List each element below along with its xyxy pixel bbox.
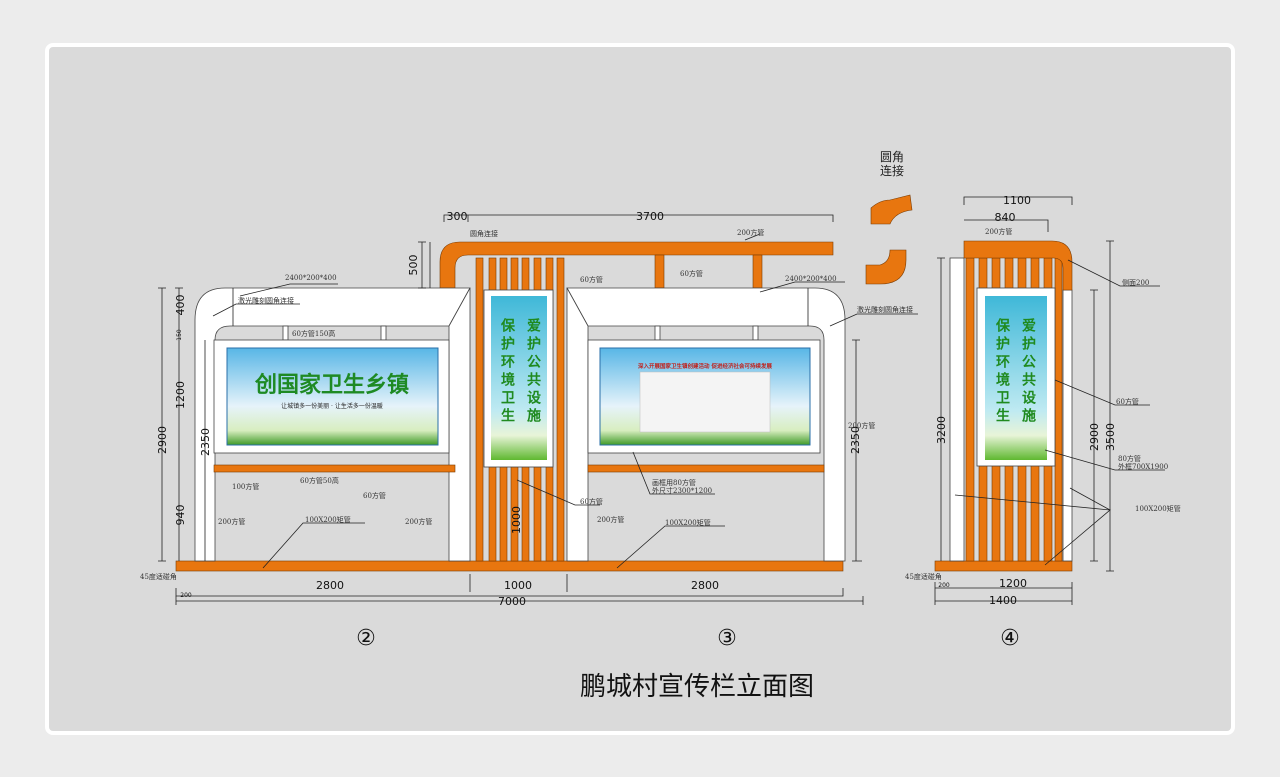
dim-840: 840 — [995, 211, 1016, 224]
dim-2900-side: 2900 — [1088, 423, 1101, 451]
left-board-subtitle: 让城镇多一份美丽 · 让生活多一份温暖 — [281, 402, 383, 410]
center-board-col1: 保护环境卫生 — [499, 317, 516, 426]
left-right-post — [448, 287, 471, 562]
dim-940: 940 — [174, 505, 187, 526]
label-tube200-side: 200方管 — [985, 227, 1012, 236]
label-tube60-hanger: 60方管 — [680, 269, 703, 278]
label-rect-side: 100X200矩管 — [1135, 504, 1181, 513]
label-tube200-top: 200方管 — [737, 228, 764, 237]
dim-200-side: 200 — [938, 582, 950, 589]
label-box-size-right: 2400*200*400 — [785, 275, 837, 283]
right-left-post — [566, 287, 589, 562]
side-board-col2: 爱护公共设施 — [1020, 318, 1036, 426]
label-round-conn: 圆角连接 — [470, 229, 498, 238]
view-number-4: ④ — [1000, 626, 1020, 651]
corner-piece-3d — [870, 194, 913, 225]
dim-1000: 1000 — [504, 579, 532, 592]
view-number-3: ③ — [717, 626, 737, 651]
dim-2900: 2900 — [156, 426, 169, 454]
view-number-2: ② — [356, 626, 376, 651]
label-laser-corner-right: 激光雕刻圆角连接 — [857, 305, 913, 314]
corner-title-2: 连接 — [880, 163, 904, 178]
dimension-lines — [158, 196, 1165, 605]
label-frame-outer: 外尺寸2300*1200 — [652, 486, 712, 495]
label-tube60-left: 60方管 — [363, 491, 386, 500]
label-corner45-side: 45度适碰角 — [905, 572, 942, 581]
dim-1200: 1200 — [174, 381, 187, 409]
label-laser-corner-left: 激光雕刻圆角连接 — [238, 296, 294, 305]
label-tube200-left: 200方管 — [218, 517, 245, 526]
label-tube60-center: 60方管 — [580, 497, 603, 506]
dim-2800-right: 2800 — [691, 579, 719, 592]
dim-2350-left: 2350 — [199, 428, 212, 456]
label-rect-left: 100X200矩管 — [305, 515, 351, 524]
drawing-title: 鹏城村宣传栏立面图 — [580, 672, 814, 702]
dim-2350-right: 2350 — [849, 426, 862, 454]
corner-piece-plan — [865, 249, 907, 285]
dim-500: 500 — [407, 255, 420, 276]
corner-title-1: 圆角 — [880, 150, 904, 164]
dim-400: 400 — [174, 295, 187, 316]
dim-1400: 1400 — [989, 594, 1017, 607]
label-tube60-slat: 60方管 — [580, 275, 603, 284]
left-board — [226, 347, 439, 446]
side-board-col1: 保护环境卫生 — [994, 317, 1011, 426]
dim-3200: 3200 — [935, 416, 948, 444]
label-tube200-mid: 200方管 — [405, 517, 432, 526]
dim-1100: 1100 — [1003, 194, 1031, 207]
label-tube60-50: 60方管50高 — [300, 476, 339, 485]
right-board-headline: 深入开展国家卫生镇创建活动 促进经济社会可持续发展 — [638, 362, 772, 370]
hanger-post — [752, 254, 763, 289]
dim-3700: 3700 — [636, 210, 664, 223]
hanger-post — [654, 254, 665, 289]
dim-150: 150 — [176, 329, 183, 341]
label-tube60-side: 60方管 — [1116, 397, 1139, 406]
base-beam-main — [175, 560, 844, 572]
top-beam — [439, 241, 834, 289]
label-tube60-150: 60方管150高 — [292, 329, 335, 338]
label-tube200-right-post: 200方管 — [597, 515, 624, 524]
label-box-size-left: 2400*200*400 — [285, 274, 337, 282]
dim-7000: 7000 — [498, 595, 526, 608]
label-tube100: 100方管 — [232, 482, 259, 491]
side-top-beam — [963, 240, 1073, 291]
label-rect-right: 100X200矩管 — [665, 518, 711, 527]
label-corner45-main: 45度适碰角 — [140, 572, 177, 581]
label-outer700: 外框700X1900 — [1118, 462, 1168, 471]
dim-300: 300 — [447, 210, 468, 223]
label-frame80: 画框用80方管 — [652, 478, 696, 487]
base-beam-side — [934, 560, 1073, 572]
left-crossbar — [213, 464, 456, 473]
center-board-col2: 爱护公共设施 — [525, 318, 541, 426]
right-crossbar — [587, 464, 825, 473]
side-board — [985, 296, 1047, 460]
label-tube80: 80方管 — [1118, 454, 1141, 463]
label-tube200-right: 200方管 — [848, 421, 875, 430]
left-board-title: 创国家卫生乡镇 — [254, 372, 409, 398]
dim-1200-side: 1200 — [999, 577, 1027, 590]
dim-2800-left: 2800 — [316, 579, 344, 592]
dim-200-left: 200 — [180, 592, 192, 599]
dim-1000-vertical: 1000 — [510, 506, 523, 534]
center-board — [491, 296, 547, 460]
dim-3500: 3500 — [1104, 423, 1117, 451]
label-side200: 侧面200 — [1122, 278, 1149, 287]
